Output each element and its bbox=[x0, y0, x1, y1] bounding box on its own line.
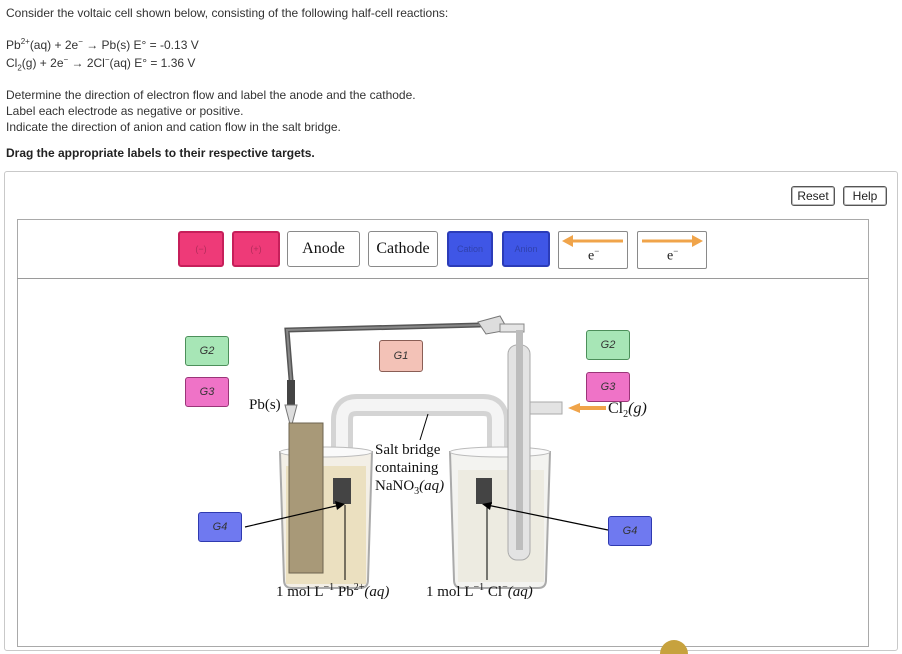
positive-sign-tile[interactable]: (+) bbox=[232, 231, 280, 267]
target-left-g2[interactable]: G2 bbox=[185, 336, 229, 366]
pb-electrode-label: Pb(s) bbox=[249, 397, 281, 413]
cl2-gas-label: Cl2(g) bbox=[608, 400, 647, 421]
cathode-label-tile[interactable]: Cathode bbox=[368, 231, 438, 267]
intro-text: Consider the voltaic cell shown below, c… bbox=[6, 6, 449, 20]
anion-tile[interactable]: Anion bbox=[502, 231, 550, 267]
negative-sign-tile[interactable]: (−) bbox=[178, 231, 224, 267]
electron-right-arrow-tile[interactable]: e− bbox=[637, 231, 707, 269]
electron-left-label: e− bbox=[588, 246, 600, 264]
tray-divider bbox=[17, 278, 868, 279]
right-solution-label: 1 mol L−1 Cl−(aq) bbox=[426, 582, 533, 600]
reaction-pb: Pb2+(aq) + 2e− → Pb(s) E° = -0.13 V bbox=[6, 37, 199, 53]
target-left-g3[interactable]: G3 bbox=[185, 377, 229, 407]
salt-bridge-label: Salt bridge containing NaNO3(aq) bbox=[375, 442, 445, 497]
anode-label-tile[interactable]: Anode bbox=[287, 231, 360, 267]
target-right-g4[interactable]: G4 bbox=[608, 516, 652, 546]
instruction-electron-flow: Determine the direction of electron flow… bbox=[6, 88, 416, 102]
reset-button[interactable]: Reset bbox=[791, 186, 835, 206]
target-right-g2[interactable]: G2 bbox=[586, 330, 630, 360]
instruction-ion-flow: Indicate the direction of anion and cati… bbox=[6, 120, 341, 134]
target-left-g4[interactable]: G4 bbox=[198, 512, 242, 542]
instruction-electrode-sign: Label each electrode as negative or posi… bbox=[6, 104, 244, 118]
left-solution-label: 1 mol L−1 Pb2+(aq) bbox=[276, 582, 390, 600]
left-arrow-icon bbox=[562, 235, 623, 247]
electron-left-arrow-tile[interactable]: e− bbox=[558, 231, 628, 269]
right-arrow-icon bbox=[642, 235, 703, 247]
drag-instruction: Drag the appropriate labels to their res… bbox=[6, 146, 315, 160]
reaction-cl2: Cl2(g) + 2e− → 2Cl−(aq) E° = 1.36 V bbox=[6, 55, 196, 73]
cation-tile[interactable]: Cation bbox=[447, 231, 493, 267]
help-button[interactable]: Help bbox=[843, 186, 887, 206]
target-right-g3[interactable]: G3 bbox=[586, 372, 630, 402]
electron-right-label: e− bbox=[667, 246, 679, 264]
target-center-g1[interactable]: G1 bbox=[379, 340, 423, 372]
